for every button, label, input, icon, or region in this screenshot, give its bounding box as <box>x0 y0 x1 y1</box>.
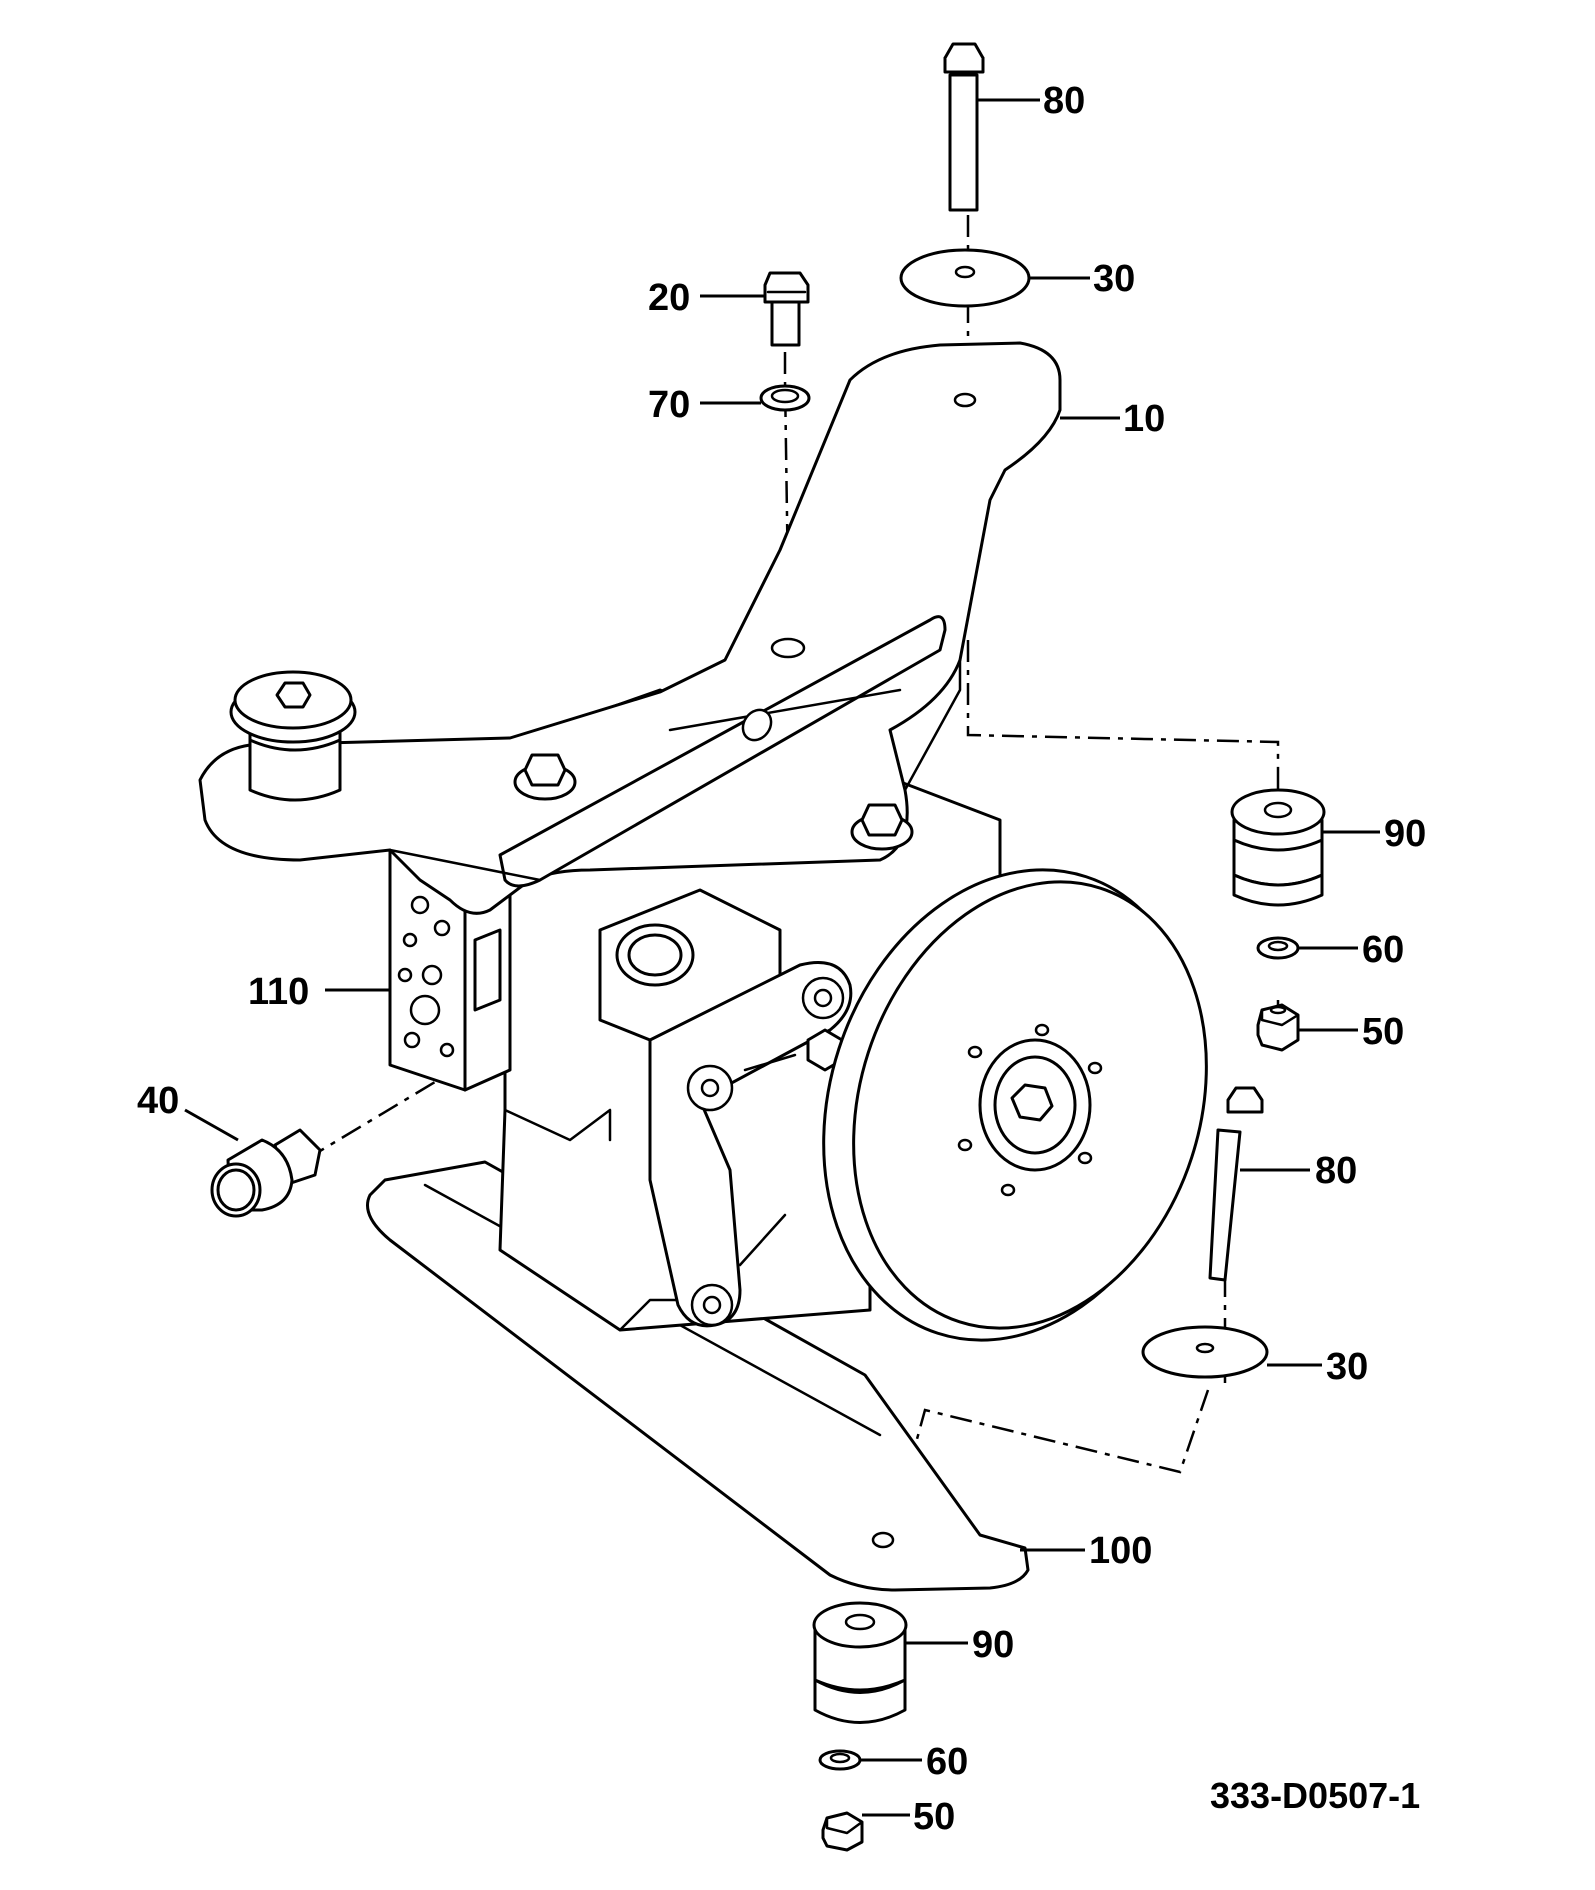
bolt-20 <box>763 271 810 347</box>
callout-20: 20 <box>648 277 690 319</box>
callout-80-top: 80 <box>1043 80 1085 122</box>
callout-110: 110 <box>248 971 309 1013</box>
callout-60-bottom: 60 <box>926 1741 968 1783</box>
pulley-disc <box>822 868 1208 1342</box>
callout-50-bottom: 50 <box>913 1796 955 1838</box>
washer-30-right <box>1141 1325 1269 1379</box>
callout-100: 100 <box>1089 1530 1152 1572</box>
callout-80-right: 80 <box>1315 1150 1357 1192</box>
left-rubber-mount <box>229 670 357 802</box>
upper-bracket-10 <box>198 341 1062 915</box>
callout-30-right: 30 <box>1326 1346 1368 1388</box>
callout-30-top: 30 <box>1093 258 1135 300</box>
callout-90-right: 90 <box>1384 813 1426 855</box>
callout-labels: 80 30 20 70 10 90 60 50 110 40 80 30 100… <box>137 80 1426 1838</box>
washer-70 <box>759 384 811 412</box>
nut-50-bottom <box>821 1811 864 1852</box>
callout-60-right: 60 <box>1362 929 1404 971</box>
bolt-80-top <box>943 42 985 212</box>
drawing-number: 333-D0507-1 <box>1210 1775 1420 1816</box>
callout-70: 70 <box>648 384 690 426</box>
callout-50-right: 50 <box>1362 1011 1404 1053</box>
bracket-bolt-right <box>850 803 914 851</box>
rubber-mount-90-right <box>1230 788 1326 907</box>
callout-90-bottom: 90 <box>972 1624 1014 1666</box>
washer-30-top <box>899 248 1031 308</box>
leader-lines <box>184 98 1380 1817</box>
washer-60-bottom <box>818 1749 862 1771</box>
nut-50-right <box>1256 1003 1300 1052</box>
callout-40: 40 <box>137 1080 179 1122</box>
fitting-40 <box>210 1128 322 1218</box>
washer-60-right <box>1256 936 1300 960</box>
bracket-bolt-left <box>513 753 577 801</box>
rubber-mount-90-bottom <box>812 1601 908 1724</box>
bolt-80-right <box>1208 1086 1264 1282</box>
callout-10: 10 <box>1123 398 1165 440</box>
